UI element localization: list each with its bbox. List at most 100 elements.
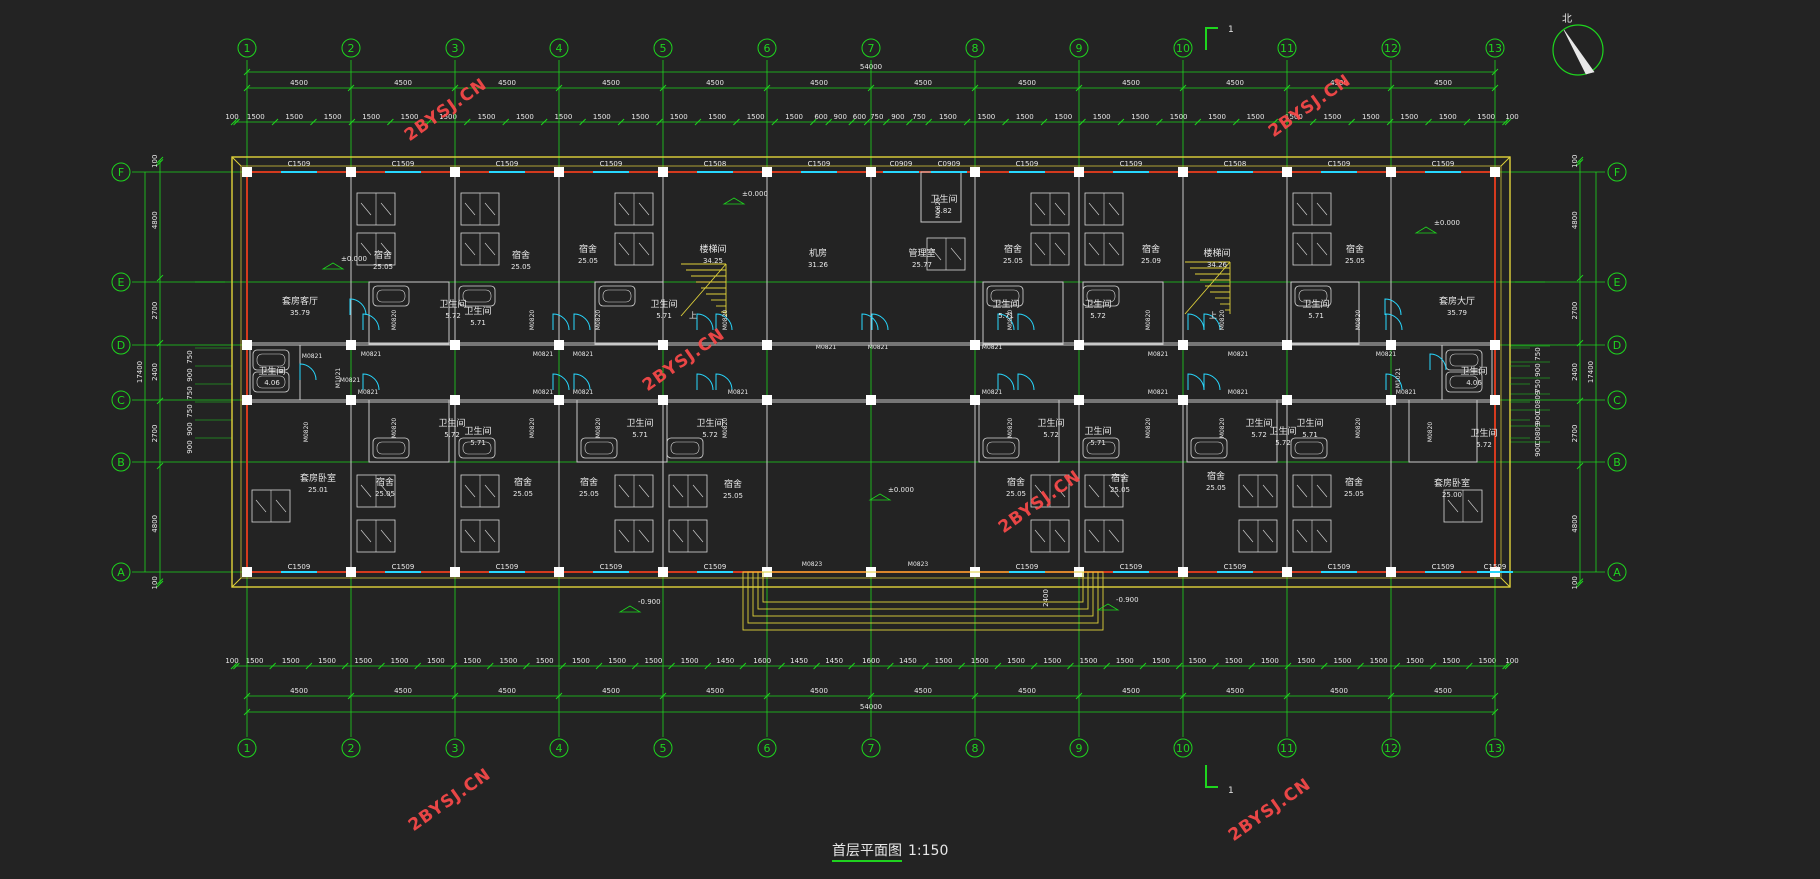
grid-bubble-top: [1069, 38, 1089, 58]
bathtub: [580, 437, 618, 459]
bed-mark: [484, 242, 496, 256]
dim-bay-top: 4500: [1018, 79, 1036, 87]
grid-bubble-left: [111, 452, 131, 472]
bathtub: [986, 285, 1024, 307]
dim-left-outer: 2700: [151, 302, 159, 320]
structural-column: [1386, 340, 1396, 350]
grid-label-right: B: [1613, 456, 1621, 469]
north-arrow-circle: [1552, 24, 1604, 76]
bathtub-inner: [1449, 375, 1479, 389]
dim-inner-right: C0809: [1534, 391, 1542, 414]
door-swing: [1203, 313, 1221, 331]
grid-label-bottom: 3: [452, 742, 459, 755]
bed-fixture: [460, 519, 500, 553]
grid-bubble-left: [111, 390, 131, 410]
bed-fixture: [1084, 519, 1124, 553]
structural-column: [346, 340, 356, 350]
dim-tick: [1576, 578, 1584, 585]
structural-column: [242, 567, 252, 577]
door-swing: [573, 313, 591, 331]
section-label-top: 1: [1228, 25, 1234, 35]
dim-detail-top: 1500: [1093, 113, 1111, 121]
dim-tick: [156, 274, 164, 282]
grid-label-right: A: [1613, 566, 1621, 579]
dim-detail-bottom: 1500: [608, 657, 626, 665]
dim-tick: [1117, 118, 1125, 126]
dim-tick: [230, 118, 238, 126]
grid-label-left: F: [118, 166, 124, 179]
room-name: 卫生间: [626, 417, 653, 429]
door-swing: [573, 373, 591, 391]
bed-mark: [1316, 202, 1328, 216]
grid-bubble-bottom: [861, 738, 881, 758]
dim-tick: [848, 662, 856, 670]
dim-tick: [595, 662, 603, 670]
bathroom-wall: [978, 399, 1060, 463]
window-tag-bottom: C1509: [1432, 563, 1455, 571]
room-area: 5.71: [470, 319, 486, 327]
window-tag-top: C1509: [1016, 160, 1039, 168]
door-swing: [299, 363, 317, 381]
section-mark-top: [1205, 27, 1218, 50]
door-tag: M0820: [1219, 310, 1226, 331]
room-area: 5.72: [1043, 431, 1059, 439]
room-area: 25.05: [723, 492, 743, 500]
dim-left-total: 17400: [136, 361, 144, 383]
dim-tick: [1309, 118, 1317, 126]
door-tag: M0820: [1355, 418, 1362, 439]
structural-column: [554, 567, 564, 577]
door-tag: M0821: [982, 389, 1003, 396]
bed-mark: [380, 529, 392, 543]
bed-mark: [618, 484, 630, 498]
structural-column: [1282, 340, 1292, 350]
door-swing: [362, 313, 380, 331]
dim-bay-bottom: 4500: [290, 687, 308, 695]
bed-fixture: [614, 474, 654, 508]
outline-corner: [231, 156, 242, 167]
window-tag-top: C1509: [1432, 160, 1455, 168]
structural-column: [866, 167, 876, 177]
structural-column: [346, 167, 356, 177]
dim-detail-top: 1500: [554, 113, 572, 121]
grid-label-top: 3: [452, 42, 459, 55]
dim-tick: [813, 662, 820, 670]
dim-tick: [694, 118, 702, 126]
grid-label-bottom: 2: [348, 742, 355, 755]
grid-label-left: A: [117, 566, 125, 579]
bed-mark: [1316, 484, 1328, 498]
fixtures: [251, 192, 1483, 631]
dim-right-total: 17400: [1587, 361, 1595, 383]
room-area: 25.05: [513, 490, 533, 498]
bathroom-wall: [368, 399, 450, 463]
window-tag-bottom: C1509: [1224, 563, 1247, 571]
bed-fixture: [614, 519, 654, 553]
room-area: 25.05: [1344, 490, 1364, 498]
room-name: 卫生间: [438, 417, 465, 429]
door-tag: M0820: [1007, 310, 1014, 331]
window-tag-bottom: C1509: [1328, 563, 1351, 571]
dim-bay-bottom: 4500: [914, 687, 932, 695]
room-area: 35.79: [1447, 309, 1467, 317]
window-tag-top: C0909: [938, 160, 961, 168]
bed-mark: [1108, 242, 1120, 256]
bed-mark: [464, 529, 476, 543]
dim-tick: [925, 118, 933, 126]
dim-detail-bottom: 100: [1505, 657, 1518, 665]
stair-edge: [1184, 261, 1231, 315]
window-tag-bottom: C1509: [1016, 563, 1039, 571]
stair-flight: [1184, 261, 1231, 315]
door-tag: M0823: [908, 561, 929, 568]
dim-tick: [310, 118, 317, 126]
dim-tick: [1175, 662, 1183, 670]
door-swing: [1017, 313, 1035, 331]
bed-fixture: [1084, 474, 1124, 508]
room-area: 5.71: [470, 439, 486, 447]
room-area: 34.26: [1207, 261, 1228, 269]
bed-mark: [1296, 242, 1308, 256]
door-swing: [1429, 353, 1447, 371]
bathroom-wall: [1290, 281, 1360, 345]
door-swing: [997, 373, 1015, 391]
door-swing: [871, 313, 889, 331]
